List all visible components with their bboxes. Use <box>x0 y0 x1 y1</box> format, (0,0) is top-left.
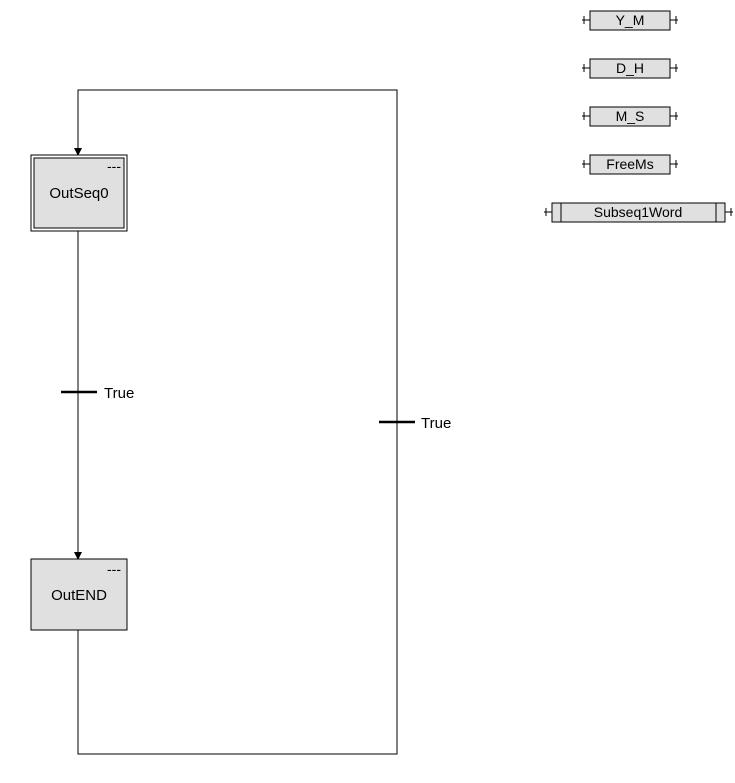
action-y-m[interactable]: Y_M <box>582 10 678 31</box>
action-d-h[interactable]: D_H <box>582 58 678 79</box>
action-freems-label: FreeMs <box>606 156 653 172</box>
step-outseq0[interactable]: --- OutSeq0 <box>30 154 128 232</box>
step-outend-dots: --- <box>107 561 121 577</box>
step-outseq0-label: OutSeq0 <box>49 185 108 202</box>
action-d-h-label: D_H <box>616 60 644 76</box>
transition-1[interactable]: True <box>61 385 134 402</box>
transition-2[interactable]: True <box>379 415 451 432</box>
transition-2-condition: True <box>421 415 451 432</box>
action-subseq1word[interactable]: Subseq1Word <box>544 202 733 223</box>
step-outend-label: OutEND <box>51 587 107 604</box>
action-subseq1word-label: Subseq1Word <box>594 204 682 220</box>
action-y-m-label: Y_M <box>616 12 645 28</box>
arrow-into-outseq0-icon <box>74 148 82 156</box>
arrow-into-outend-icon <box>74 552 82 560</box>
action-m-s[interactable]: M_S <box>582 106 678 127</box>
transition-1-condition: True <box>104 385 134 402</box>
action-freems[interactable]: FreeMs <box>582 154 678 175</box>
action-m-s-label: M_S <box>616 108 645 124</box>
step-outend[interactable]: --- OutEND <box>30 558 128 631</box>
step-outseq0-dots: --- <box>107 158 121 174</box>
